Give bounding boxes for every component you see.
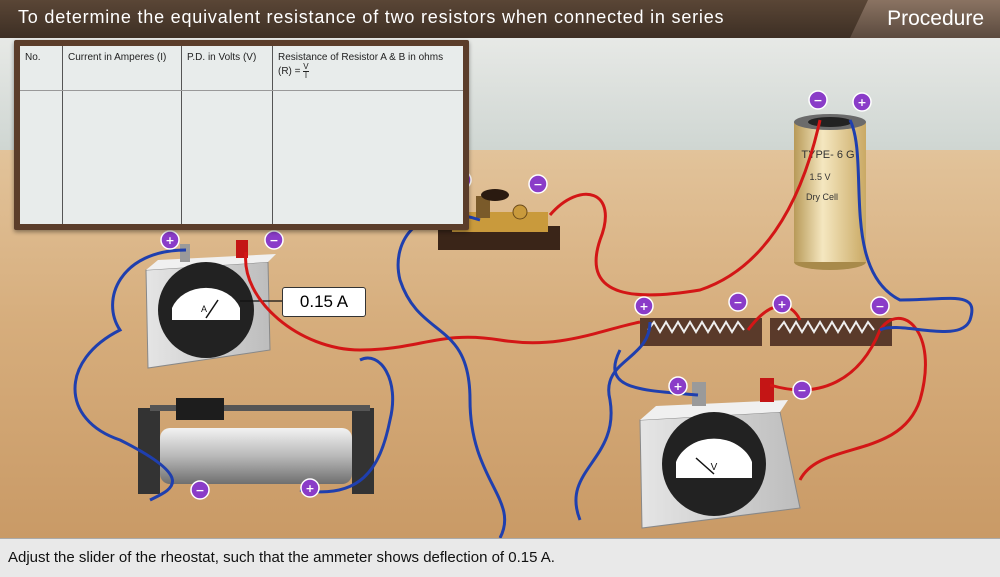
instruction-text: Adjust the slider of the rheostat, such … [8,549,555,566]
formula-numerator: V [303,62,309,72]
formula-fraction: V I [303,62,309,80]
terminal-minus-badge[interactable]: − [190,480,210,500]
ammeter-reading-callout: 0.15 A [282,287,366,317]
rheostat-slider[interactable] [176,398,224,420]
col-header-resistance: Resistance of Resistor A & B in ohms (R)… [272,46,463,91]
observation-table: No. Current in Amperes (I) P.D. in Volts… [20,46,463,224]
svg-text:−: − [797,384,806,397]
formula-denominator: I [304,71,308,80]
terminal-minus-badge[interactable]: − [728,292,748,312]
svg-text:+: + [673,380,682,393]
terminal-minus-badge[interactable]: − [870,296,890,316]
terminal-plus-badge[interactable]: + [160,230,180,250]
col-header-pd: P.D. in Volts (V) [181,46,273,91]
formula-prefix: (R) = [278,66,301,78]
svg-text:−: − [813,94,822,107]
header-bar: To determine the equivalent resistance o… [0,0,1000,38]
procedure-button[interactable]: Procedure [850,0,1000,38]
col-header-no: No. [20,46,63,91]
terminal-minus-badge[interactable]: − [528,174,548,194]
resistor-a[interactable] [640,318,762,346]
table-cell [62,90,182,224]
observation-table-container: No. Current in Amperes (I) P.D. in Volts… [20,46,463,224]
svg-text:+: + [857,96,866,109]
blue-wires [73,119,974,539]
plug-key[interactable] [438,189,560,250]
ammeter[interactable]: A [145,240,276,369]
rheostat[interactable] [138,398,374,494]
svg-text:−: − [195,484,204,497]
svg-text:+: + [305,482,314,495]
svg-text:−: − [875,300,884,313]
svg-text:−: − [269,234,278,247]
table-cell [273,91,464,225]
terminal-minus-badge[interactable]: − [264,230,284,250]
resistance-header-text: Resistance of Resistor A & B in ohms [278,52,444,63]
svg-text:+: + [639,300,648,313]
terminal-minus-badge[interactable]: − [792,380,812,400]
terminal-plus-badge[interactable]: + [668,376,688,396]
ammeter-letter: A [201,304,207,314]
svg-text:−: − [533,178,542,191]
terminal-plus-badge[interactable]: + [852,92,872,112]
cell-voltage-label: 1.5 V [809,172,830,182]
voltmeter[interactable]: V [639,378,801,529]
cell-name-label: Dry Cell [806,192,838,202]
page-title: To determine the equivalent resistance o… [18,7,725,27]
table-cell [181,90,273,224]
cell-type-label: TYPE- 6 G [801,149,854,161]
terminal-plus-badge[interactable]: + [300,478,320,498]
terminal-plus-badge[interactable]: + [634,296,654,316]
terminal-plus-badge[interactable]: + [772,294,792,314]
table-row [20,90,464,225]
svg-text:+: + [165,234,174,247]
observation-board: No. Current in Amperes (I) P.D. in Volts… [14,40,469,230]
table-cell [20,90,63,224]
resistor-b[interactable] [770,318,892,346]
svg-text:+: + [777,298,786,311]
voltmeter-letter: V [711,462,718,473]
svg-text:−: − [733,296,742,309]
col-header-current: Current in Amperes (I) [62,46,182,91]
instruction-bar: Adjust the slider of the rheostat, such … [0,538,1000,577]
terminal-minus-badge[interactable]: − [808,90,828,110]
